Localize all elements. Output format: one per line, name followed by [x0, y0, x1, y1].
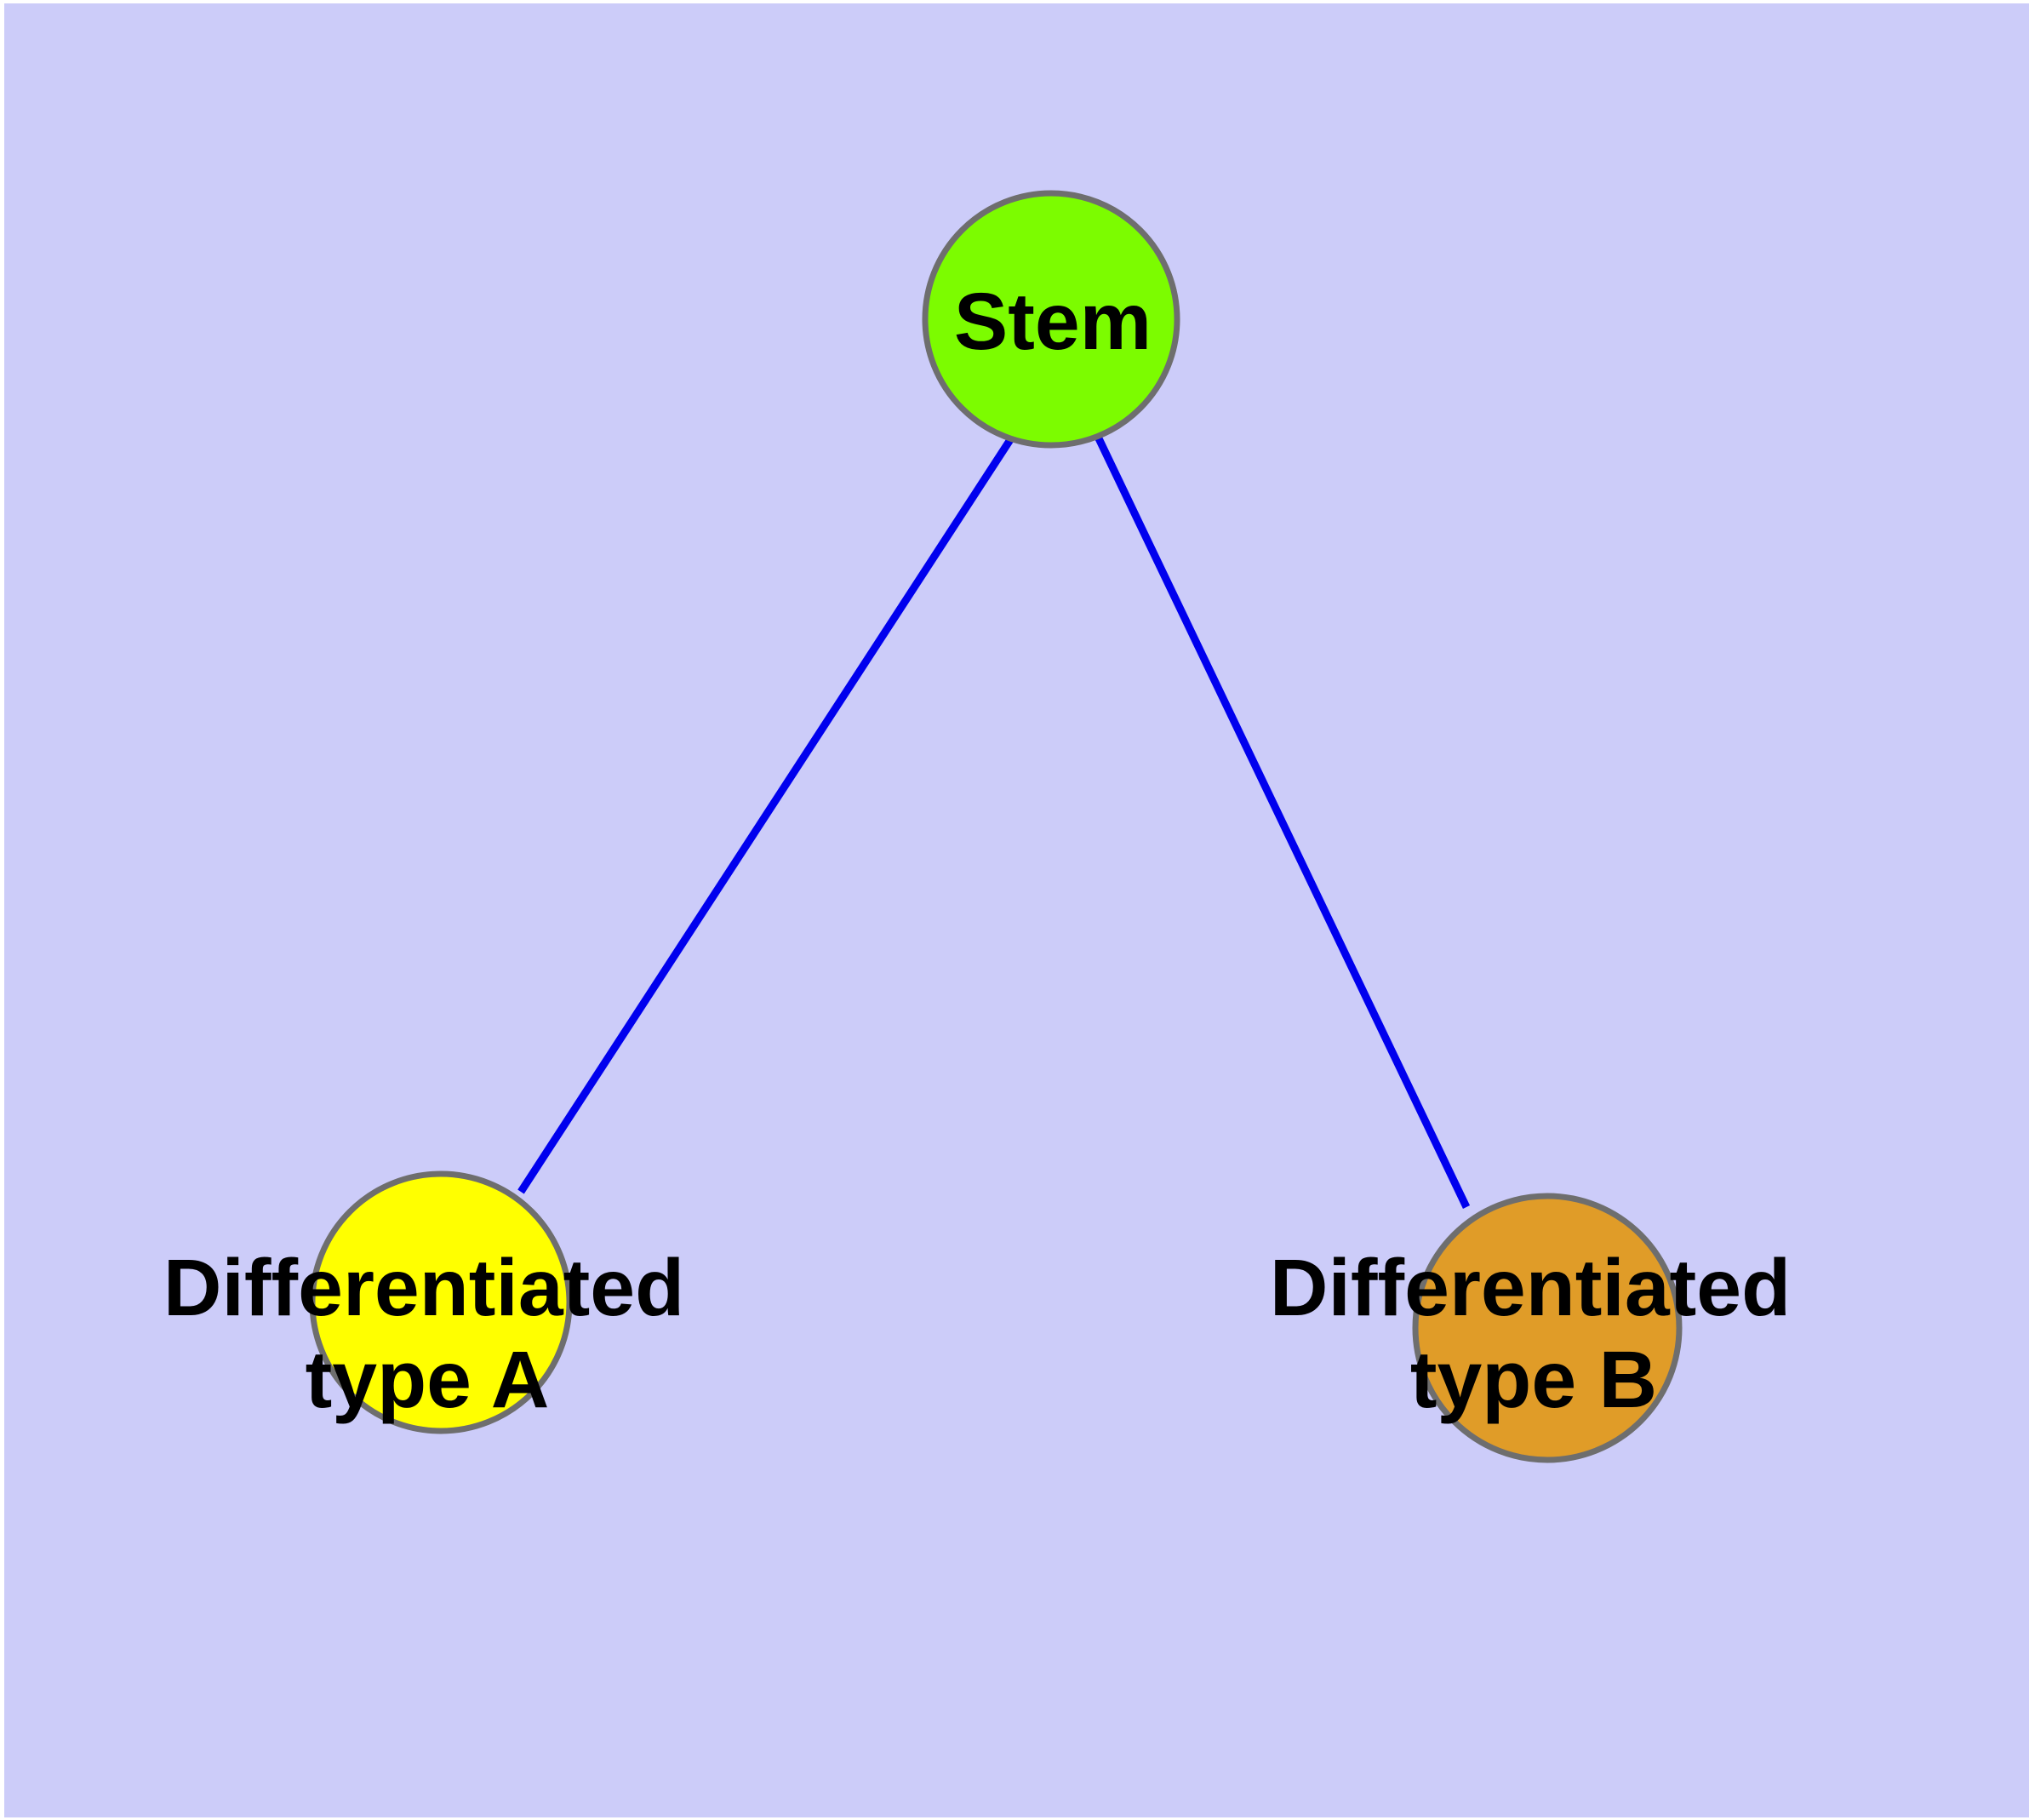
edge-stem-to-differentiated-type-b[interactable] [1094, 435, 1471, 1209]
node-stem[interactable] [922, 190, 1180, 449]
node-label-differentiated-type-b-line1: Differentiated [1270, 1243, 1791, 1333]
node-circle-differentiated-type-b[interactable] [1412, 1193, 1683, 1463]
node-layer [309, 190, 1683, 1463]
node-circle-stem[interactable] [922, 190, 1180, 449]
edge-stem-to-differentiated-type-a[interactable] [517, 436, 1014, 1194]
node-label-stem: Stem [954, 277, 1152, 367]
node-label-differentiated-type-a-line2: type A [306, 1335, 550, 1425]
node-circle-differentiated-type-a[interactable] [309, 1170, 573, 1434]
edge-layer [517, 435, 1471, 1209]
node-differentiated-type-a[interactable] [309, 1170, 573, 1434]
node-label-differentiated-type-a-line1: Differentiated [163, 1243, 684, 1333]
label-layer: Stem Differentiated type A Differentiate… [163, 277, 1791, 1425]
node-label-differentiated-type-b-line2: type B [1410, 1335, 1657, 1425]
node-differentiated-type-b[interactable] [1412, 1193, 1683, 1463]
